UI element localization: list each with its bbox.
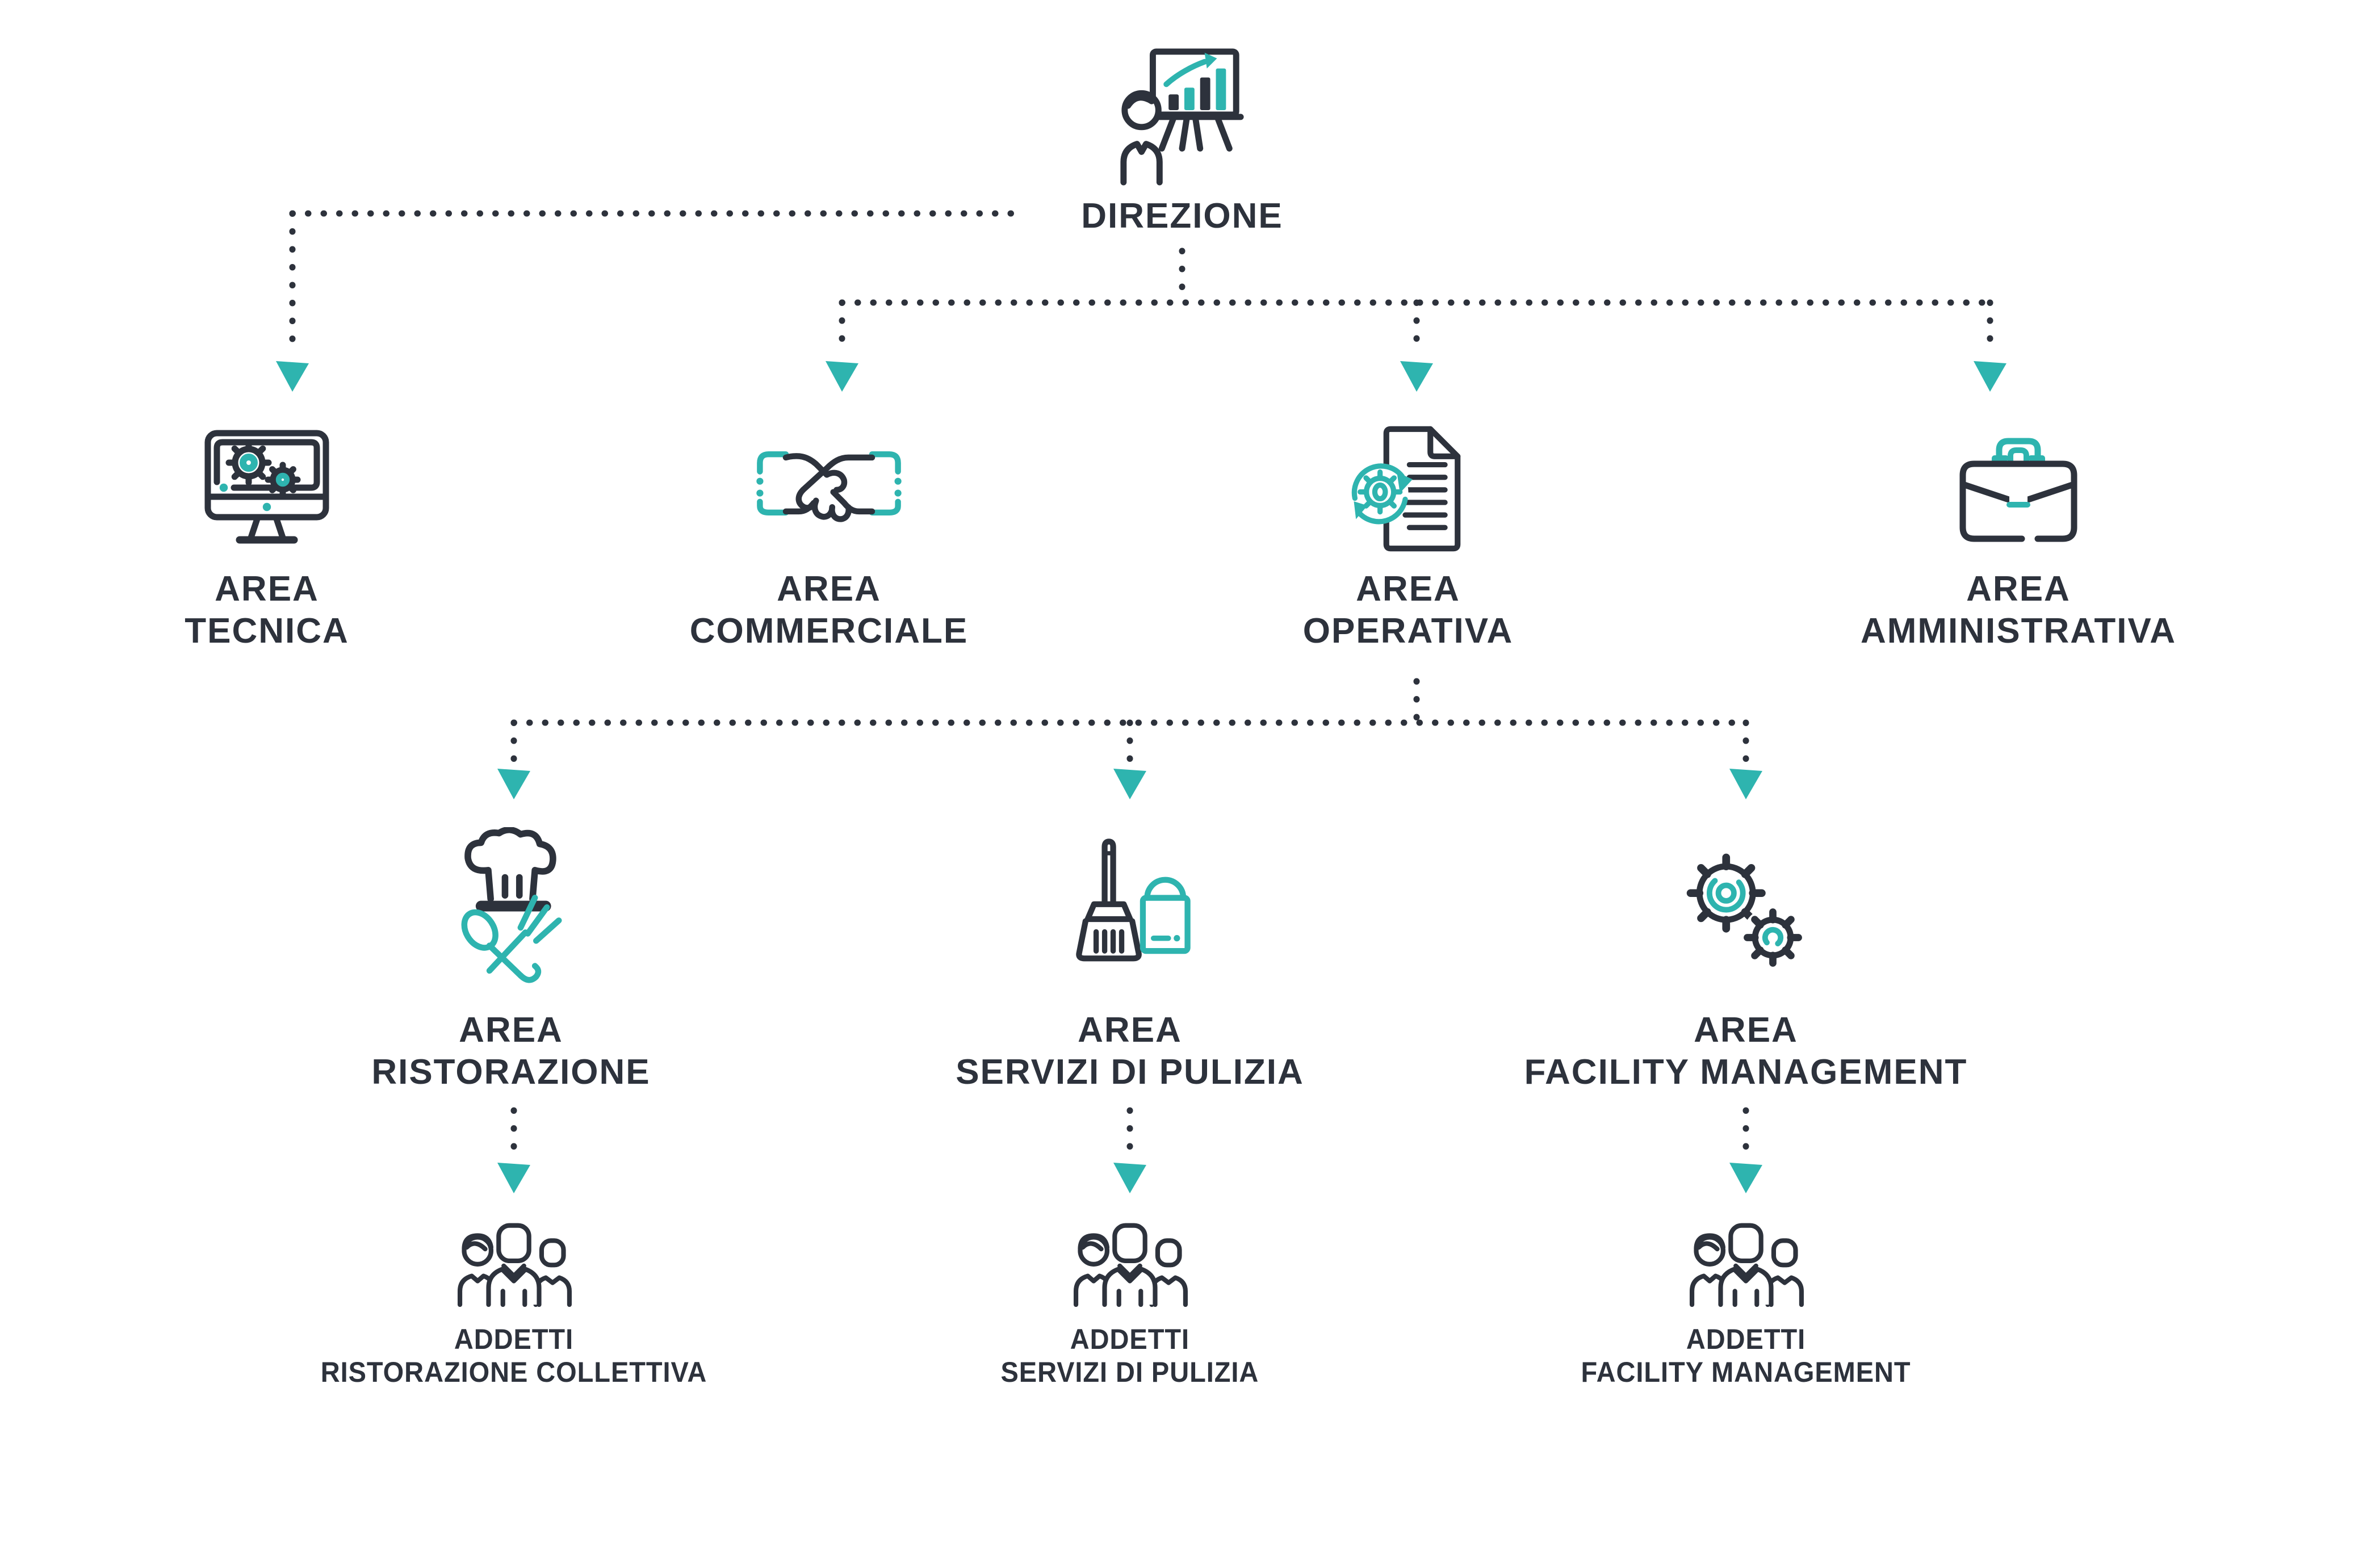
cleaning-icon [1066,822,1194,999]
org-node-label-facility: AREA FACILITY MANAGEMENT [1524,1009,1968,1093]
area-amministrativa-line2: AMMINISTRATIVA [1860,611,2177,651]
chef-icon [445,822,577,999]
gears-icon [1679,822,1813,999]
staff-pulizia-line1: ADDETTI [1070,1323,1190,1355]
area-pulizia-line1: AREA [1078,1011,1182,1050]
org-node-staff-pulizia: ADDETTI SERVIZI DI PULIZIA [789,1205,1471,1389]
area-commerciale-line2: COMMERCIALE [689,611,969,651]
arrow-staff-pulizia [1113,1163,1146,1193]
staff-ristorazione-line1: ADDETTI [454,1323,574,1355]
area-operativa-line2: OPERATIVA [1302,611,1514,651]
arrow-staff-facility [1729,1163,1762,1193]
org-node-staff-facility: ADDETTI FACILITY MANAGEMENT [1405,1205,2087,1389]
area-ristorazione-line2: RISTORAZIONE [371,1053,651,1092]
monitor-gears-icon [199,418,335,560]
org-node-label-staff-ristorazione: ADDETTI RISTORAZIONE COLLETTIVA [321,1323,707,1389]
arrow-amministrativa [1974,361,2006,392]
arrow-pulizia [1113,769,1146,799]
area-operativa-line1: AREA [1356,569,1460,609]
arrow-facility [1729,769,1762,799]
org-node-label-staff-facility: ADDETTI FACILITY MANAGEMENT [1581,1323,1911,1389]
team-icon [455,1205,573,1310]
briefcase-icon [1956,418,2081,560]
org-node-label-pulizia: AREA SERVIZI DI PULIZIA [956,1009,1304,1093]
org-node-label-amministrativa: AREA AMMINISTRATIVA [1861,568,2176,652]
arrow-operativa [1400,361,1433,392]
arrow-ristorazione [497,769,530,799]
org-node-area-amministrativa: AREA AMMINISTRATIVA [1678,418,2359,652]
org-node-staff-ristorazione: ADDETTI RISTORAZIONE COLLETTIVA [173,1205,854,1389]
org-node-area-facility: AREA FACILITY MANAGEMENT [1405,822,2087,1093]
org-node-label-operativa: AREA OPERATIVA [1303,568,1514,652]
org-node-label-ristorazione: AREA RISTORAZIONE [371,1009,650,1093]
direzione-label: DIREZIONE [1081,196,1283,236]
area-facility-line1: AREA [1694,1011,1798,1050]
team-icon [1687,1205,1805,1310]
area-tecnica-line1: AREA [215,569,319,609]
org-node-label-direzione: DIREZIONE [1081,195,1283,237]
staff-facility-line1: ADDETTI [1686,1323,1806,1355]
org-node-area-ristorazione: AREA RISTORAZIONE [170,822,852,1093]
area-tecnica-line2: TECNICA [185,611,349,651]
org-node-area-commerciale: AREA COMMERCIALE [488,418,1170,652]
area-pulizia-line2: SERVIZI DI PULIZIA [956,1053,1304,1092]
area-facility-line2: FACILITY MANAGEMENT [1524,1053,1968,1092]
arrow-tecnica [276,361,309,392]
area-ristorazione-line1: AREA [459,1011,563,1050]
staff-ristorazione-line2: RISTORAZIONE COLLETTIVA [320,1356,707,1388]
arrow-staff-ristorazione [497,1163,530,1193]
staff-pulizia-line2: SERVIZI DI PULIZIA [1000,1356,1259,1388]
org-node-direzione: DIREZIONE [841,36,1523,237]
org-node-area-operativa: AREA OPERATIVA [1067,418,1749,652]
document-gear-icon [1351,418,1466,560]
org-node-area-pulizia: AREA SERVIZI DI PULIZIA [789,822,1471,1093]
staff-facility-line2: FACILITY MANAGEMENT [1581,1356,1911,1388]
handshake-icon [753,418,904,560]
org-node-label-staff-pulizia: ADDETTI SERVIZI DI PULIZIA [1001,1323,1259,1389]
org-node-area-tecnica: AREA TECNICA [0,418,608,652]
area-commerciale-line1: AREA [777,569,881,609]
presentation-icon [1115,36,1250,191]
org-node-label-tecnica: AREA TECNICA [185,568,349,652]
team-icon [1071,1205,1189,1310]
org-node-label-commerciale: AREA COMMERCIALE [690,568,968,652]
arrow-commerciale [826,361,858,392]
area-amministrativa-line1: AREA [1966,569,2071,609]
